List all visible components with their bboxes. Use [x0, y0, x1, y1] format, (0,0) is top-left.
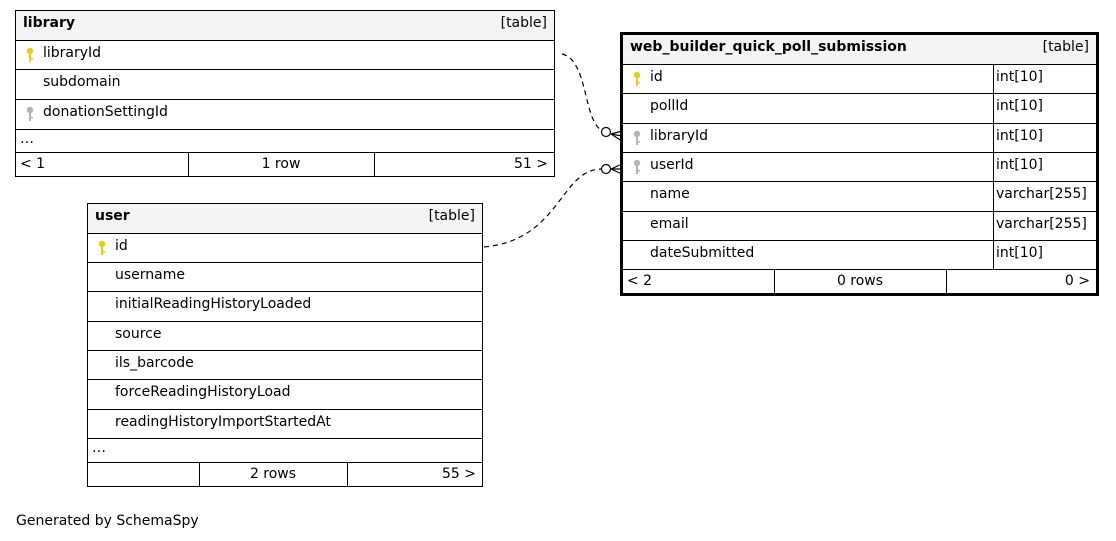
more-columns-row: …	[16, 129, 554, 152]
generated-by-label: Generated by SchemaSpy	[16, 513, 199, 529]
column-name: forceReadingHistoryLoad	[115, 384, 291, 400]
column-type: int[10]	[996, 245, 1043, 261]
column-type: int[10]	[996, 157, 1043, 173]
column-row[interactable]: id int[10]	[623, 64, 1096, 93]
column-row[interactable]: id	[88, 233, 482, 262]
column-name: libraryId	[43, 45, 102, 61]
column-name: initialReadingHistoryLoaded	[115, 296, 312, 312]
column-row[interactable]: email varchar[255]	[623, 211, 1096, 240]
column-row[interactable]: libraryId	[16, 40, 554, 69]
column-type: int[10]	[996, 128, 1043, 144]
column-name: donationSettingId	[43, 104, 168, 120]
footer-rows: 1 row	[261, 156, 301, 172]
footer-next: 55 >	[442, 466, 476, 482]
table-name: library	[23, 15, 76, 31]
table-header: library [table]	[16, 11, 554, 40]
edge-library-poll	[561, 53, 602, 131]
column-name: username	[115, 267, 185, 283]
footer-next: 51 >	[514, 156, 548, 172]
ellipsis: …	[20, 131, 34, 147]
more-columns-row: …	[88, 438, 482, 462]
column-row[interactable]: name varchar[255]	[623, 181, 1096, 211]
column-row[interactable]: username	[88, 262, 482, 291]
column-row[interactable]: readingHistoryImportStartedAt	[88, 409, 482, 438]
footer-prev: < 1	[20, 156, 46, 172]
table-name: web_builder_quick_poll_submission	[630, 39, 907, 55]
edge-user-poll-optional-marker	[600, 163, 612, 175]
column-row[interactable]: subdomain	[16, 69, 554, 99]
column-row[interactable]: ils_barcode	[88, 350, 482, 379]
table-web-builder-quick-poll-submission[interactable]: web_builder_quick_poll_submission [table…	[620, 32, 1099, 296]
column-name: id	[115, 238, 128, 254]
column-name: email	[650, 216, 689, 232]
table-header: user [table]	[88, 204, 482, 233]
edge-library-poll-optional-marker	[600, 126, 612, 138]
column-row[interactable]: libraryId int[10]	[623, 123, 1096, 152]
table-header: web_builder_quick_poll_submission [table…	[623, 35, 1096, 64]
column-type: int[10]	[996, 69, 1043, 85]
foreign-key-icon	[26, 106, 34, 121]
column-type: varchar[255]	[996, 216, 1087, 232]
primary-key-icon	[26, 47, 34, 62]
column-name: libraryId	[650, 128, 709, 144]
column-type: varchar[255]	[996, 186, 1087, 202]
footer-rows: 0 rows	[836, 273, 884, 289]
column-name: ils_barcode	[115, 355, 194, 371]
ellipsis: …	[92, 440, 106, 456]
column-name: subdomain	[43, 74, 121, 90]
column-name: userId	[650, 157, 694, 173]
column-row[interactable]: pollId int[10]	[623, 93, 1096, 123]
column-name: id	[650, 69, 663, 85]
table-footer: < 2 0 rows 0 >	[623, 269, 1096, 293]
column-name: source	[115, 326, 162, 342]
column-type: int[10]	[996, 98, 1043, 114]
column-name: dateSubmitted	[650, 245, 755, 261]
table-user[interactable]: user [table] id username initialReadingH…	[87, 203, 483, 487]
foreign-key-icon	[633, 130, 641, 145]
table-footer: < 1 1 row 51 >	[16, 152, 554, 176]
primary-key-icon	[98, 240, 106, 255]
footer-prev: < 2	[627, 273, 653, 289]
table-footer: 2 rows 55 >	[88, 462, 482, 486]
table-library[interactable]: library [table] libraryId subdomain dona…	[15, 10, 555, 177]
edge-user-poll	[483, 168, 602, 248]
column-row[interactable]: forceReadingHistoryLoad	[88, 379, 482, 409]
column-row[interactable]: initialReadingHistoryLoaded	[88, 291, 482, 321]
column-row[interactable]: userId int[10]	[623, 152, 1096, 181]
footer-next: 0 >	[1064, 273, 1090, 289]
primary-key-icon	[633, 71, 641, 86]
table-kind: [table]	[1042, 39, 1089, 55]
column-name: pollId	[650, 98, 689, 114]
table-kind: [table]	[500, 15, 547, 31]
column-row[interactable]: dateSubmitted int[10]	[623, 240, 1096, 269]
table-name: user	[95, 208, 130, 224]
footer-rows: 2 rows	[249, 466, 297, 482]
foreign-key-icon	[633, 159, 641, 174]
column-name: name	[650, 186, 690, 202]
column-row[interactable]: donationSettingId	[16, 99, 554, 129]
column-name: readingHistoryImportStartedAt	[115, 414, 331, 430]
column-row[interactable]: source	[88, 321, 482, 350]
table-kind: [table]	[428, 208, 475, 224]
